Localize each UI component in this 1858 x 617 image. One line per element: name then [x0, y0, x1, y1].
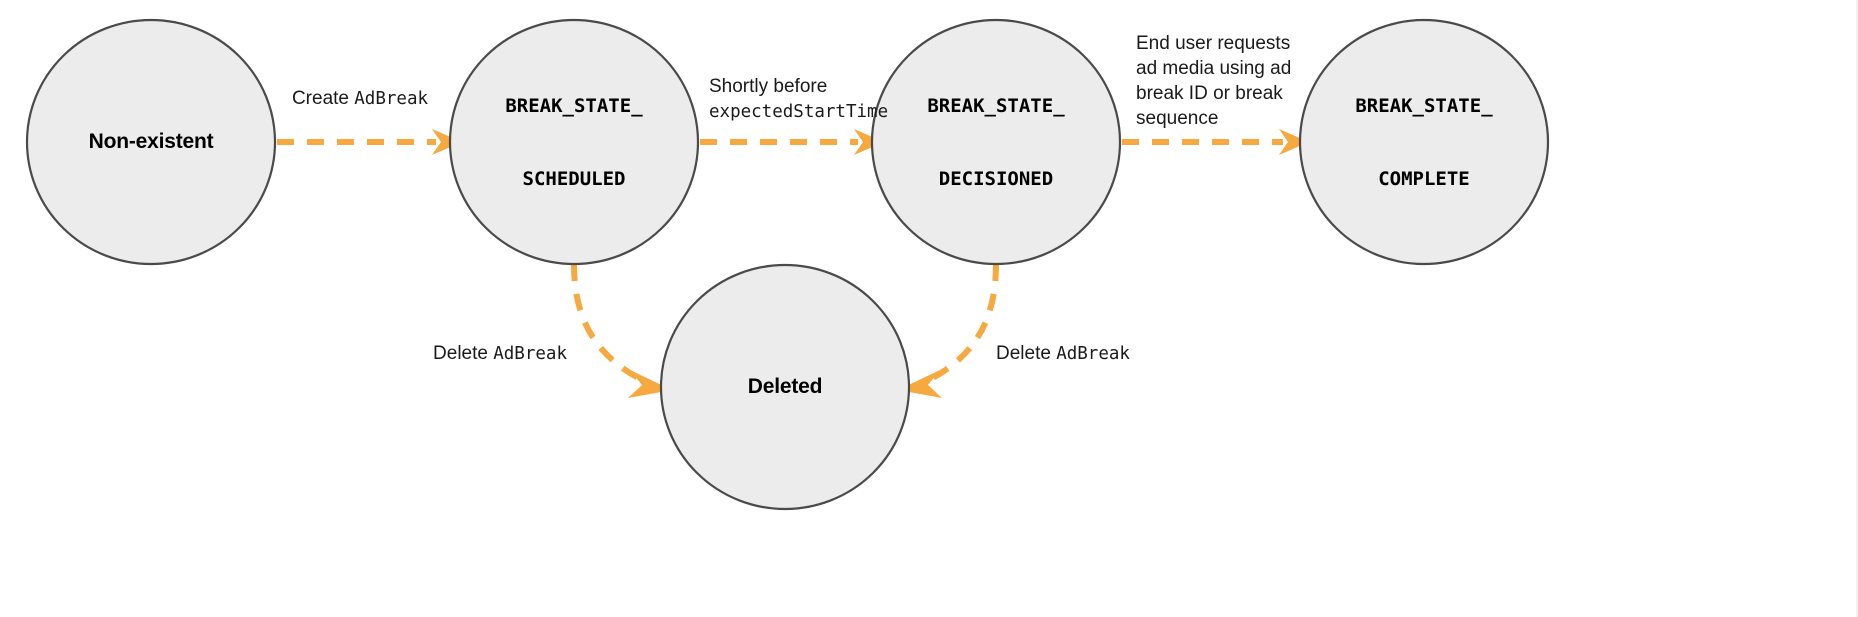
node-break-state-complete[interactable]	[1298, 18, 1550, 266]
edge-end-user-requests-ad-media	[1122, 129, 1309, 155]
code-fragment: AdBreak	[354, 89, 429, 109]
text-fragment: Delete	[996, 343, 1057, 364]
text-fragment: sequence	[1136, 108, 1219, 130]
edge-label-end-user-requests-ad-media: End user requests ad media using ad break …	[1136, 31, 1291, 131]
node-deleted[interactable]	[659, 263, 911, 511]
arrow-head-icon	[432, 129, 462, 155]
edge-label-line: Delete AdBreak	[996, 341, 1130, 366]
node-break-state-scheduled[interactable]	[448, 18, 700, 266]
edge-delete-adbreak-from-scheduled	[571, 263, 672, 398]
code-fragment: expectedStartTime	[709, 102, 889, 123]
node-break-state-decisioned[interactable]	[870, 18, 1122, 266]
edge-delete-adbreak-from-decisioned	[898, 263, 999, 398]
text-fragment: End user requests	[1136, 33, 1291, 54]
edge-label-line: Shortly before	[709, 74, 888, 99]
edge-label-line: sequence	[1136, 106, 1291, 131]
edge-label-line: expectedStartTime	[709, 99, 888, 124]
text-fragment: ad media using ad	[1136, 58, 1292, 80]
edge-line	[571, 263, 650, 386]
edge-label-delete-adbreak-from-decisioned: Delete AdBreak	[996, 341, 1130, 366]
edge-label-line: Create AdBreak	[292, 86, 428, 111]
node-non-existent[interactable]	[25, 18, 277, 266]
arrow-head-icon	[1279, 129, 1309, 155]
edge-label-line: break ID or break	[1136, 81, 1291, 106]
arrow-head-icon	[854, 129, 884, 155]
text-fragment: break ID or break	[1136, 83, 1283, 105]
edge-label-create-adbreak: Create AdBreak	[292, 86, 428, 111]
edge-create-adbreak	[277, 129, 462, 155]
edge-shortly-before-expected-start-time	[700, 129, 884, 155]
edge-label-line: ad media using ad	[1136, 56, 1291, 81]
edge-label-line: End user requests	[1136, 31, 1291, 56]
text-fragment: Shortly before	[709, 76, 828, 97]
text-fragment: Create	[291, 88, 355, 109]
edge-label-shortly-before-expected-start-time: Shortly before expectedStartTime	[709, 74, 888, 124]
edge-label-line: Delete AdBreak	[433, 341, 567, 366]
edge-label-delete-adbreak-from-scheduled: Delete AdBreak	[433, 341, 567, 366]
text-fragment: Delete	[433, 343, 494, 364]
code-fragment: AdBreak	[1056, 344, 1130, 364]
code-fragment: AdBreak	[493, 344, 567, 364]
edge-line	[921, 263, 999, 386]
